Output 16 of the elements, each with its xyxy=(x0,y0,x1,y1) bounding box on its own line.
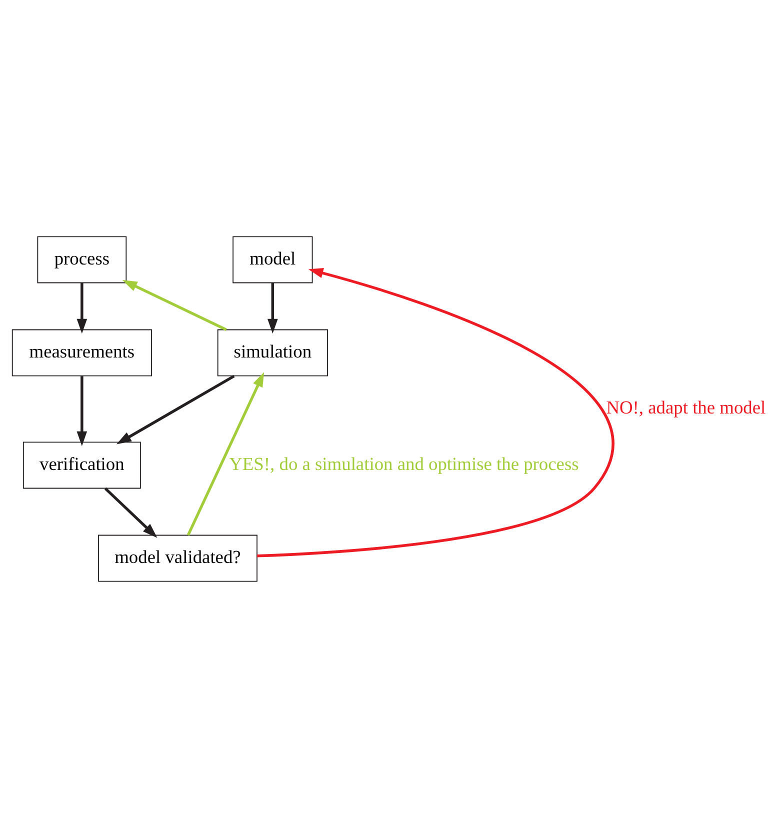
node-box: model validated? xyxy=(98,534,258,582)
node-box: verification xyxy=(22,442,141,489)
arrow xyxy=(104,487,158,538)
edge-label: YES!, do a simulation and optimise the process xyxy=(229,454,579,474)
arrow xyxy=(76,376,88,446)
arrow xyxy=(116,374,235,444)
node-box: model xyxy=(232,236,313,284)
arrow xyxy=(268,282,278,334)
node-box: process xyxy=(37,236,127,284)
node-box: measurements xyxy=(12,329,152,376)
arrow xyxy=(122,280,227,331)
edge-label: NO!, adapt the model xyxy=(606,398,766,418)
arrow xyxy=(76,282,88,334)
arrow xyxy=(257,268,614,558)
node-box: simulation xyxy=(217,329,328,376)
arrow xyxy=(186,372,264,536)
